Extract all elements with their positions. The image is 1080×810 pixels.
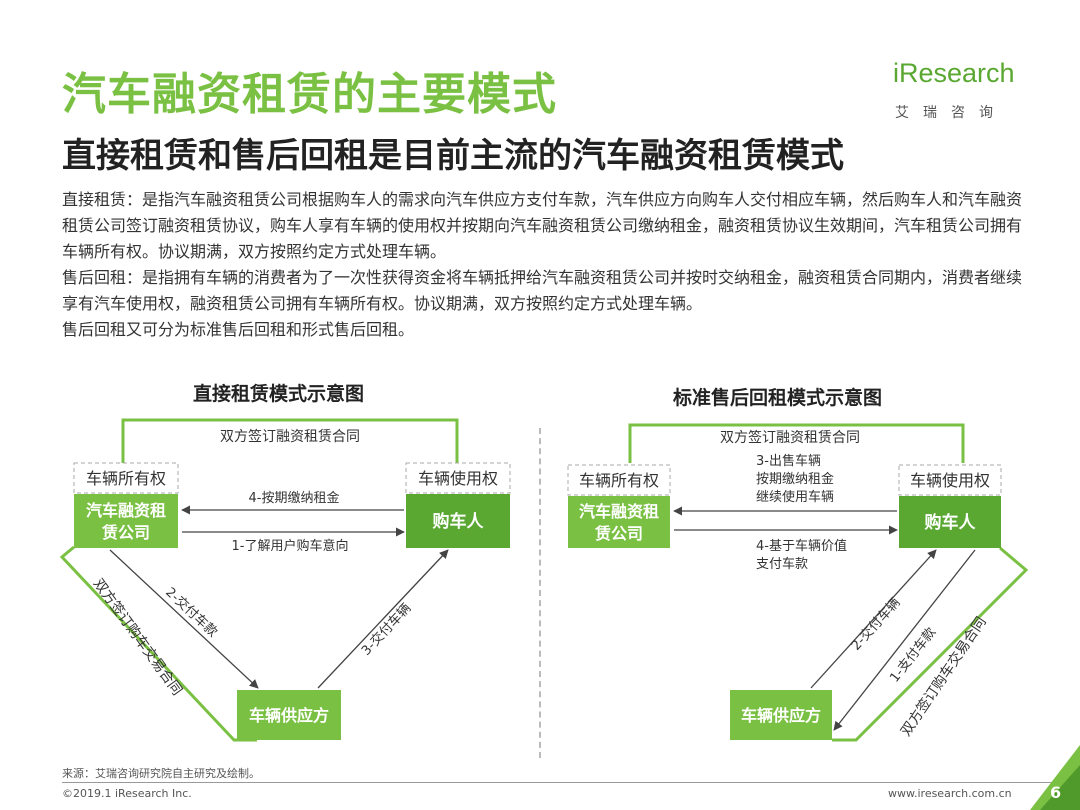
right-buyer-node [899,496,1001,548]
left-owner-tag-label: 车辆所有权 [86,469,166,488]
right-supplier-node [730,690,832,740]
left-company-node [74,494,178,548]
paragraph-direct-lease: 直接租赁：是指汽车融资租赁公司根据购车人的需求向汽车供应方支付车款，汽车供应方向… [62,190,1023,261]
page-subtitle: 直接租赁和售后回租是目前主流的汽车融资租赁模式 [62,136,844,176]
source-note: 来源：艾瑞咨询研究院自主研究及绘制。 [62,767,260,780]
left-diagram: 双方签订融资租赁合同 车辆所有权 车辆使用权 双方签订购车交易合同 汽车融资租 … [59,418,511,742]
logo-wordmark: iResearch [893,58,1015,88]
right-diagram-title: 标准售后回租模式示意图 [673,387,883,409]
right-owner-tag-label: 车辆所有权 [579,471,659,490]
right-company-label-2: 赁公司 [594,524,643,543]
left-supplier-label: 车辆供应方 [249,706,329,725]
right-arrow-deliver [833,549,976,731]
right-arrow-pay-label: 2-交付车辆 [848,595,903,654]
left-arrow-rent-label: 4-按期缴纳租金 [249,490,340,506]
left-company-label-2: 赁公司 [101,523,150,542]
logo-chinese-name: 艾瑞咨询 [895,105,1007,121]
right-arrow-sell-label-1: 3-出售车辆 [756,453,821,469]
right-top-contract-label: 双方签订融资租赁合同 [720,429,860,446]
left-arrow-deliver [317,549,449,689]
copyright-text: ©2019.1 iResearch Inc. [62,787,192,800]
left-side-contract-bracket [59,545,257,742]
right-buyer-label: 购车人 [925,512,977,533]
right-company-label-1: 汽车融资租 [579,502,659,521]
right-owner-tag [567,464,671,496]
left-contract-bracket [121,418,459,463]
paragraph-leaseback: 售后回租：是指拥有车辆的消费者为了一次性获得资金将车辆抵押给汽车融资租赁公司并按… [62,268,1023,313]
left-buyer-node [406,494,510,548]
website-link[interactable]: www.iresearch.com.cn [888,787,1012,800]
right-arrow-sell-label-3: 继续使用车辆 [756,489,834,505]
right-supplier-label: 车辆供应方 [741,706,821,725]
description-text: 直接租赁：是指汽车融资租赁公司根据购车人的需求向汽车供应方支付车款，汽车供应方向… [62,187,1022,343]
left-diagram-title: 直接租赁模式示意图 [193,383,365,405]
left-arrow-deliver-label: 3-交付车辆 [358,600,414,658]
right-arrow-sell-label-2: 按期缴纳租金 [756,471,834,487]
right-user-tag [898,464,1002,496]
right-user-tag-label: 车辆使用权 [910,471,990,490]
page-title: 汽车融资租赁的主要模式 [62,69,557,120]
page-corner-decoration [1030,745,1080,810]
footer-divider [62,782,1052,783]
right-company-node [568,496,670,548]
left-supplier-node [237,690,341,740]
right-arrow-value-label-2: 支付车款 [756,556,808,572]
right-arrow-pay [810,549,937,689]
page-number: 6 [1050,783,1062,802]
right-diagram: 双方签订融资租赁合同 车辆所有权 车辆使用权 双方签订购车交易合同 汽车融资租 … [567,423,1029,742]
diagram-divider [539,428,541,758]
left-arrow-intent-label: 1-了解用户购车意向 [232,538,349,554]
right-side-contract-bracket [832,546,1029,742]
left-company-label-1: 汽车融资租 [86,501,166,520]
left-arrow-pay [109,549,259,689]
paragraph-leaseback-types: 售后回租又可分为标准售后回租和形式售后回租。 [62,320,415,339]
left-owner-tag [73,462,179,494]
iresearch-logo: iResearch 艾瑞咨询 [893,58,1033,128]
right-arrow-deliver-label: 1-支付车款 [887,624,940,685]
left-buyer-label: 购车人 [433,511,485,532]
right-arrow-value-label-1: 4-基于车辆价值 [756,538,847,554]
left-top-contract-label: 双方签订融资租赁合同 [220,428,360,445]
left-arrow-pay-label: 2-交付车款 [162,584,220,640]
left-user-tag-label: 车辆使用权 [418,469,498,488]
right-contract-bracket [628,423,965,463]
left-user-tag [405,462,511,494]
